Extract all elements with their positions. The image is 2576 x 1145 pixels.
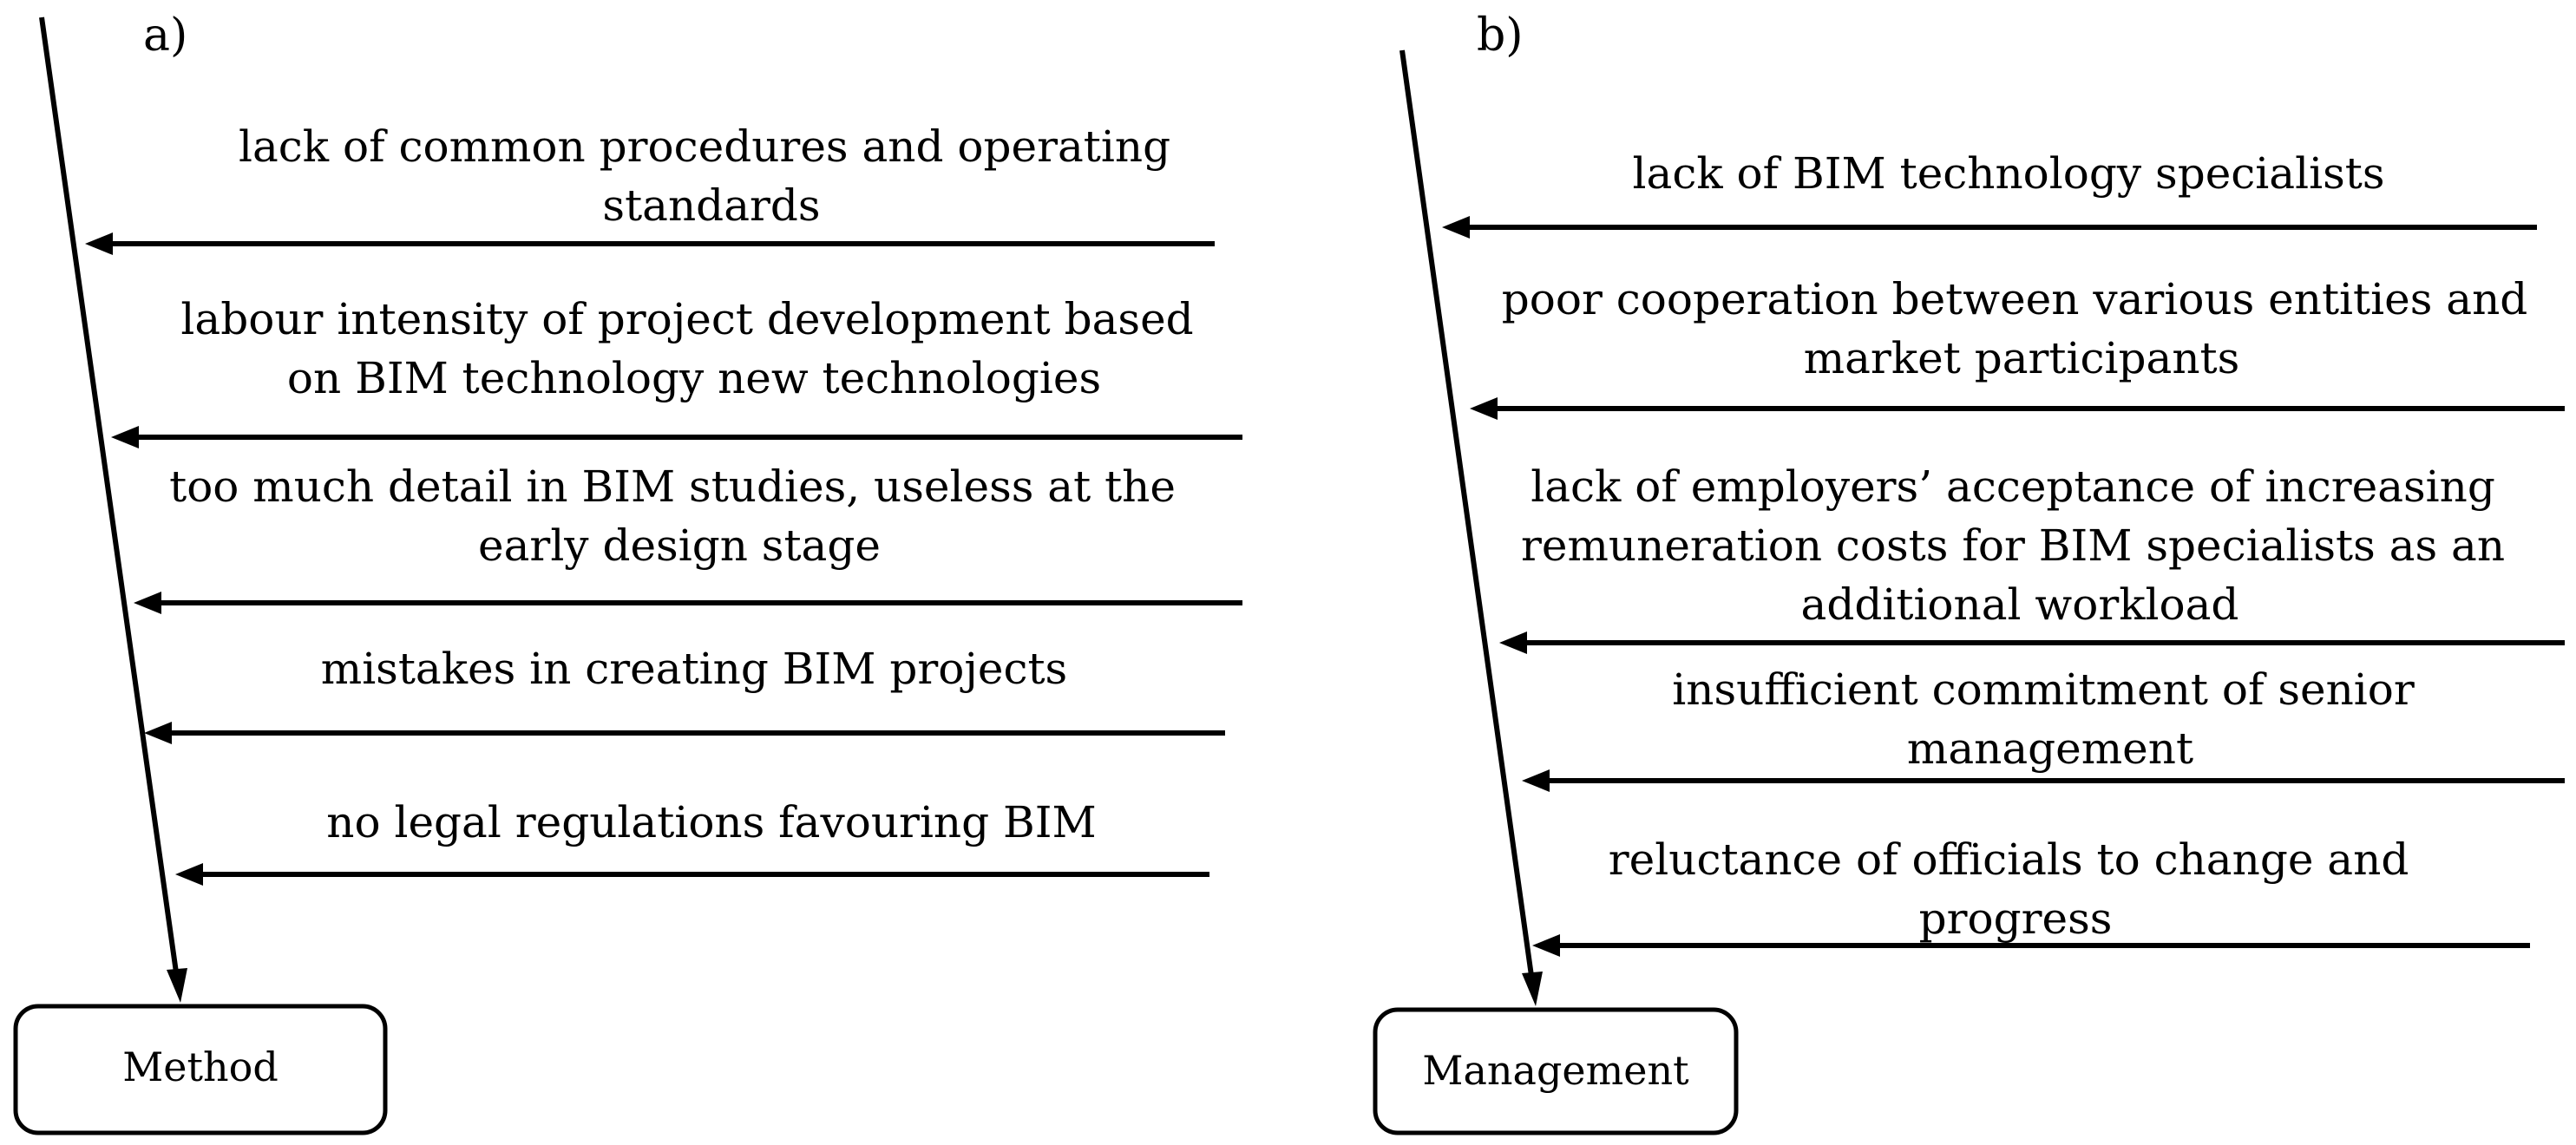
cause-text-line: insufficient commitment of senior <box>1672 664 2415 715</box>
management-box-label: Management <box>1422 1047 1689 1094</box>
cause-arrowhead <box>1470 397 1498 420</box>
svg-text:lack of employers’ acceptance: lack of employers’ acceptance of increas… <box>1521 461 2519 630</box>
panel-b: b) lack of BIM technology specialists po… <box>1373 10 2565 1135</box>
svg-text:lack of common procedures and: lack of common procedures and operating … <box>239 121 1184 231</box>
svg-text:insufficient commitment of sen: insufficient commitment of senior manage… <box>1672 664 2428 774</box>
cause-text-line: labour intensity of project development … <box>180 294 1193 344</box>
panel-b-cause-4: insufficient commitment of senior manage… <box>1522 664 2565 792</box>
svg-text:lack of BIM technology special: lack of BIM technology specialists <box>1633 148 2385 199</box>
panel-a-cause-5: no legal regulations favouring BIM <box>175 797 1209 886</box>
svg-text:too much detail in BIM studies: too much detail in BIM studies, useless … <box>169 461 1190 571</box>
panel-b-spine-arrowhead <box>1522 972 1543 1006</box>
cause-arrowhead <box>85 232 113 255</box>
cause-arrowhead <box>134 592 161 614</box>
method-box <box>13 1004 388 1135</box>
panel-b-cause-5: reluctance of officials to change and pr… <box>1532 834 2530 957</box>
panel-a-spine-line <box>39 16 180 979</box>
method-box-label: Method <box>122 1044 279 1090</box>
cause-arrowhead <box>111 426 139 448</box>
panel-a-spine-arrowhead <box>167 968 187 1003</box>
cause-text-line: no legal regulations favouring BIM <box>326 797 1096 847</box>
cause-text-line: remuneration costs for BIM specialists a… <box>1521 520 2505 571</box>
svg-text:mistakes in creating BIM proje: mistakes in creating BIM projects <box>321 644 1067 694</box>
cause-text-line: lack of BIM technology specialists <box>1633 148 2385 199</box>
management-box <box>1373 1007 1739 1135</box>
cause-arrowhead <box>1532 934 1560 957</box>
panel-a-label: a) <box>143 10 187 62</box>
panel-b-cause-1: lack of BIM technology specialists <box>1442 148 2537 239</box>
panel-b-label: b) <box>1477 10 1524 62</box>
cause-text-line: early design stage <box>478 520 881 571</box>
cause-text-line: too much detail in BIM studies, useless … <box>169 461 1176 512</box>
cause-arrowhead <box>175 863 203 886</box>
cause-text-line: lack of employers’ acceptance of increas… <box>1531 461 2495 512</box>
cause-arrowhead <box>1522 769 1550 792</box>
svg-text:labour intensity of project de: labour intensity of project development … <box>180 294 1207 403</box>
cause-text-line: reluctance of officials to change and <box>1609 834 2409 885</box>
cause-text-line: progress <box>1919 893 2113 944</box>
cause-arrowhead <box>1442 216 1470 239</box>
svg-text:poor cooperation between vario: poor cooperation between various entitie… <box>1502 274 2541 383</box>
panel-a-cause-3: too much detail in BIM studies, useless … <box>134 461 1242 614</box>
panel-a: a) lack of common procedures and operati… <box>13 10 1242 1135</box>
panel-b-cause-3: lack of employers’ acceptance of increas… <box>1499 461 2565 654</box>
svg-text:no legal regulations favouring: no legal regulations favouring BIM <box>326 797 1096 847</box>
cause-text-line: lack of common procedures and operating <box>239 121 1170 172</box>
cause-text-line: market participants <box>1804 333 2240 383</box>
cause-text-line: management <box>1907 723 2193 774</box>
cause-arrowhead <box>1499 631 1527 654</box>
cause-text-line: mistakes in creating BIM projects <box>321 644 1067 694</box>
cause-arrowhead <box>144 722 172 744</box>
cause-text-line: poor cooperation between various entitie… <box>1502 274 2528 324</box>
panel-b-spine-line <box>1399 49 1535 983</box>
panel-a-cause-2: labour intensity of project development … <box>111 294 1242 448</box>
panel-a-cause-1: lack of common procedures and operating … <box>85 121 1215 255</box>
svg-text:reluctance of officials to cha: reluctance of officials to change and pr… <box>1609 834 2422 944</box>
cause-text-line: additional workload <box>1801 579 2239 630</box>
cause-text-line: on BIM technology new technologies <box>287 353 1101 403</box>
panel-a-cause-4: mistakes in creating BIM projects <box>144 644 1225 744</box>
panel-b-cause-2: poor cooperation between various entitie… <box>1470 274 2565 420</box>
cause-text-line: standards <box>602 180 820 231</box>
